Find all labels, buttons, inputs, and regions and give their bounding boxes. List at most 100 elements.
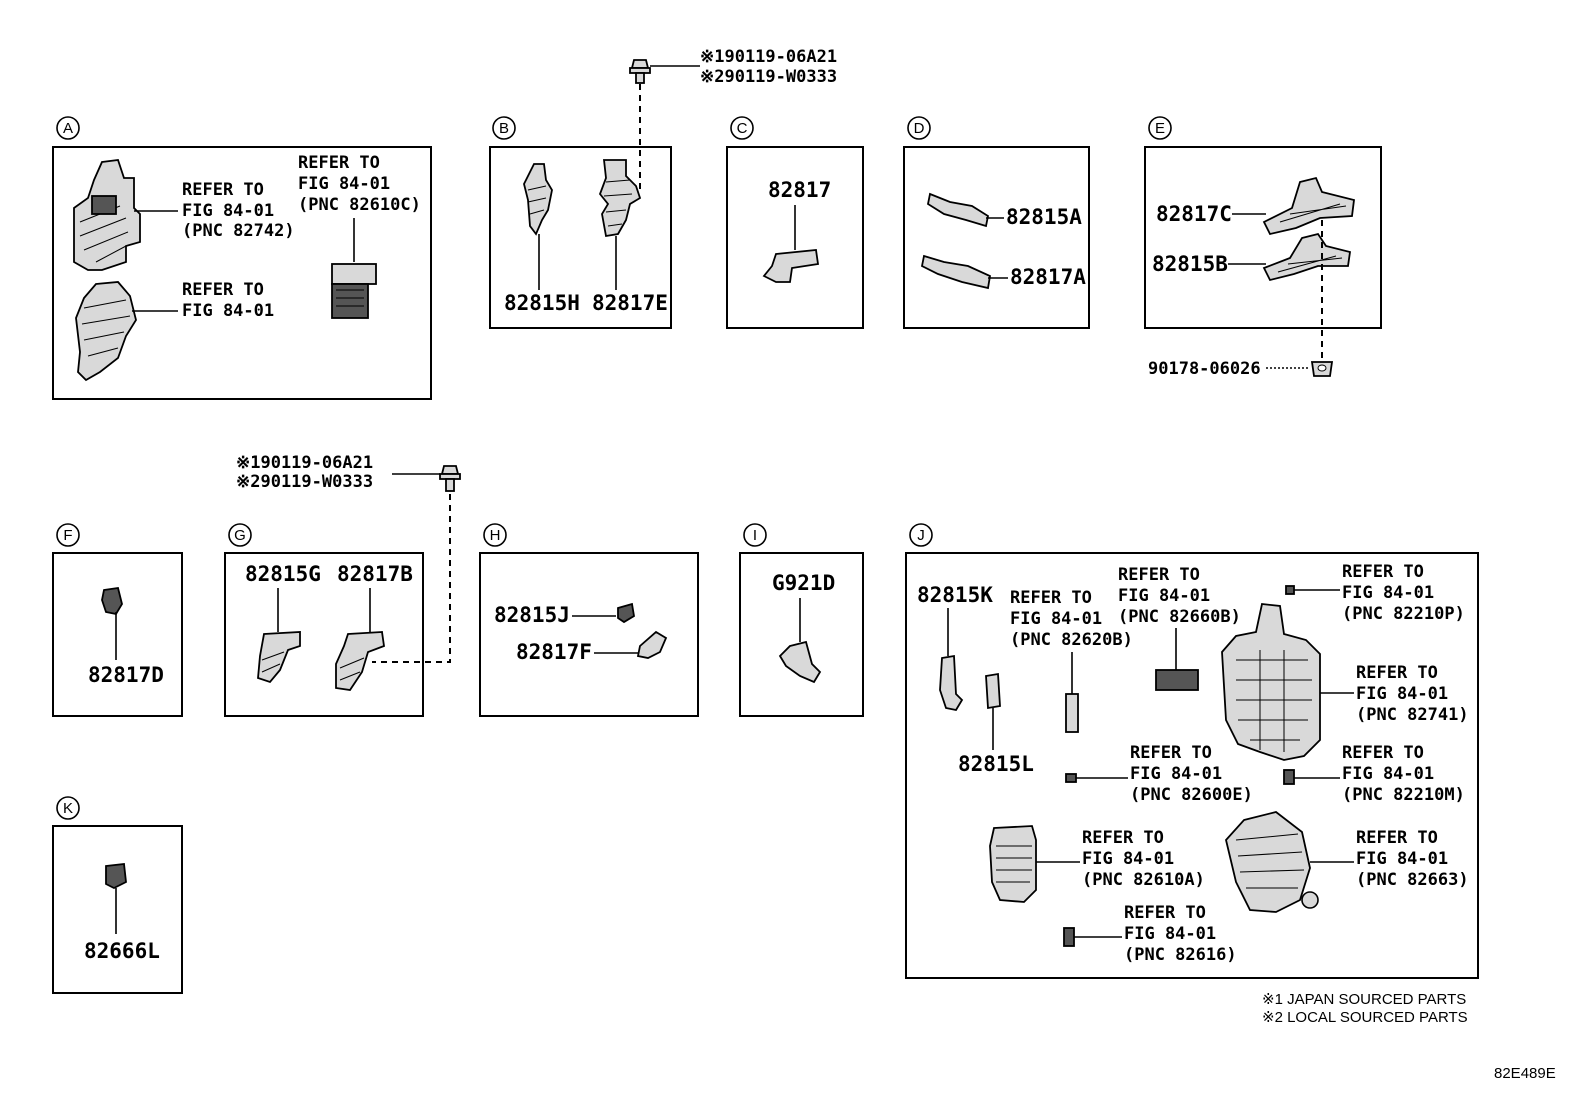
section-k: K 82666L (52, 796, 183, 994)
bolt-lower[interactable] (439, 465, 461, 492)
j-part-82741[interactable] (1221, 603, 1321, 761)
part-82817b[interactable] (335, 631, 385, 691)
part-g921d[interactable] (778, 640, 822, 684)
a-refer3-l1: REFER TO (298, 153, 380, 173)
section-f: F 82817D (52, 523, 183, 717)
a-refer1-l3: (PNC 82742) (182, 221, 295, 241)
j-refer-82620b-l2: FIG 84-01 (1010, 609, 1102, 629)
j-refer-82741-l1: REFER TO (1356, 663, 1438, 683)
section-c-letter: C (737, 120, 748, 137)
part-82817f[interactable] (636, 630, 668, 659)
j-refer-82663-l1: REFER TO (1356, 828, 1438, 848)
j-refer-82660b-l1: REFER TO (1118, 565, 1200, 585)
a-part-upper[interactable] (73, 159, 141, 271)
part-82815k[interactable] (939, 654, 964, 712)
j-refer-82610a-l2: FIG 84-01 (1082, 849, 1174, 869)
section-h: H 82815J 82817F (479, 523, 699, 717)
section-c: C 82817 (726, 116, 864, 329)
section-j: J 82815K 82815L REFER TO FIG 84-01 (PNC … (905, 523, 1479, 979)
section-g-letter: G (234, 527, 246, 544)
part-82817e[interactable] (598, 159, 642, 238)
j-refer-82600e-l1: REFER TO (1130, 743, 1212, 763)
j-refer-82620b-l1: REFER TO (1010, 588, 1092, 608)
j-refer-82616-l1: REFER TO (1124, 903, 1206, 923)
label-82817c: 82817C (1156, 202, 1232, 226)
section-a-letter: A (63, 120, 73, 137)
label-82817: 82817 (768, 178, 831, 202)
section-h-letter: H (490, 527, 501, 544)
section-d: D 82815A 82817A (903, 116, 1090, 329)
label-82815h: 82815H (504, 291, 580, 315)
part-82815h[interactable] (523, 163, 553, 236)
j-part-82620b[interactable] (1065, 693, 1079, 733)
j-refer-82600e-l3: (PNC 82600E) (1130, 785, 1253, 805)
nut-90178-06026[interactable] (1310, 361, 1334, 377)
a-refer1-l1: REFER TO (182, 180, 264, 200)
part-82666l[interactable] (105, 863, 127, 890)
label-82815b: 82815B (1152, 252, 1228, 276)
bolt-upper-pn2: ※290119-W0333 (700, 67, 837, 87)
label-82817f: 82817F (516, 640, 592, 664)
label-g921d: G921D (772, 571, 835, 595)
section-g: G 82815G 82817B (224, 523, 424, 717)
label-82815j: 82815J (494, 603, 570, 627)
label-82815l: 82815L (958, 752, 1034, 776)
label-82815k: 82815K (917, 583, 993, 607)
footnote-japan: ※1 JAPAN SOURCED PARTS (1262, 991, 1466, 1008)
label-90178-06026: 90178-06026 (1148, 359, 1261, 379)
j-refer-82741-l2: FIG 84-01 (1356, 684, 1448, 704)
footnote-local: ※2 LOCAL SOURCED PARTS (1262, 1009, 1468, 1026)
a-refer3-l2: FIG 84-01 (298, 174, 390, 194)
a-part-connector[interactable] (331, 263, 377, 319)
label-82815a: 82815A (1006, 205, 1082, 229)
part-82815l[interactable] (985, 672, 1001, 710)
j-refer-82210p-l3: (PNC 82210P) (1342, 604, 1465, 624)
j-part-82616[interactable] (1063, 927, 1075, 947)
section-d-letter: D (914, 120, 925, 137)
section-f-letter: F (63, 527, 72, 544)
part-82817d[interactable] (101, 586, 123, 616)
section-e-letter: E (1155, 120, 1165, 137)
j-refer-82210m-l1: REFER TO (1342, 743, 1424, 763)
part-82815a[interactable] (926, 192, 990, 228)
j-refer-82610a-l1: REFER TO (1082, 828, 1164, 848)
section-b-letter: B (499, 120, 509, 137)
section-e: E 82817C 82815B (1144, 116, 1382, 329)
a-refer2-l2: FIG 84-01 (182, 301, 274, 321)
label-82817d: 82817D (88, 663, 164, 687)
a-part-lower[interactable] (75, 281, 137, 382)
label-82666l: 82666L (84, 939, 160, 963)
part-82815g[interactable] (257, 631, 301, 684)
bolt-lower-pn2: ※290119-W0333 (236, 472, 373, 492)
j-refer-82663-l2: FIG 84-01 (1356, 849, 1448, 869)
section-b: B 82815H 82817E (489, 116, 672, 329)
a-refer1-l2: FIG 84-01 (182, 201, 274, 221)
j-refer-82210p-l1: REFER TO (1342, 562, 1424, 582)
j-refer-82210m-l2: FIG 84-01 (1342, 764, 1434, 784)
part-82815b[interactable] (1262, 232, 1352, 282)
part-82815j[interactable] (617, 602, 635, 624)
section-a: A REFER TO FIG 84-01 (PNC 82742) REFER T… (52, 116, 432, 400)
j-refer-82620b-l3: (PNC 82620B) (1010, 630, 1133, 650)
part-82817a[interactable] (920, 254, 992, 290)
j-part-82663[interactable] (1225, 811, 1319, 913)
j-refer-82616-l3: (PNC 82616) (1124, 945, 1237, 965)
section-i: I G921D (739, 523, 864, 717)
part-82817[interactable] (762, 249, 820, 283)
bolt-lower-pn1: ※190119-06A21 (236, 453, 373, 473)
j-part-82210p[interactable] (1285, 585, 1295, 595)
bolt-lower-dashline (372, 494, 451, 663)
j-part-82610a[interactable] (989, 825, 1037, 903)
a-refer3-l3: (PNC 82610C) (298, 195, 421, 215)
j-part-82600e[interactable] (1065, 773, 1077, 783)
j-part-82660b[interactable] (1155, 669, 1199, 691)
j-part-82210m[interactable] (1283, 769, 1295, 785)
j-refer-82600e-l2: FIG 84-01 (1130, 764, 1222, 784)
j-refer-82660b-l2: FIG 84-01 (1118, 586, 1210, 606)
part-82817c[interactable] (1262, 176, 1355, 236)
section-i-letter: I (753, 527, 757, 544)
j-refer-82210p-l2: FIG 84-01 (1342, 583, 1434, 603)
j-refer-82663-l3: (PNC 82663) (1356, 870, 1469, 890)
bolt-upper[interactable] (629, 59, 651, 84)
